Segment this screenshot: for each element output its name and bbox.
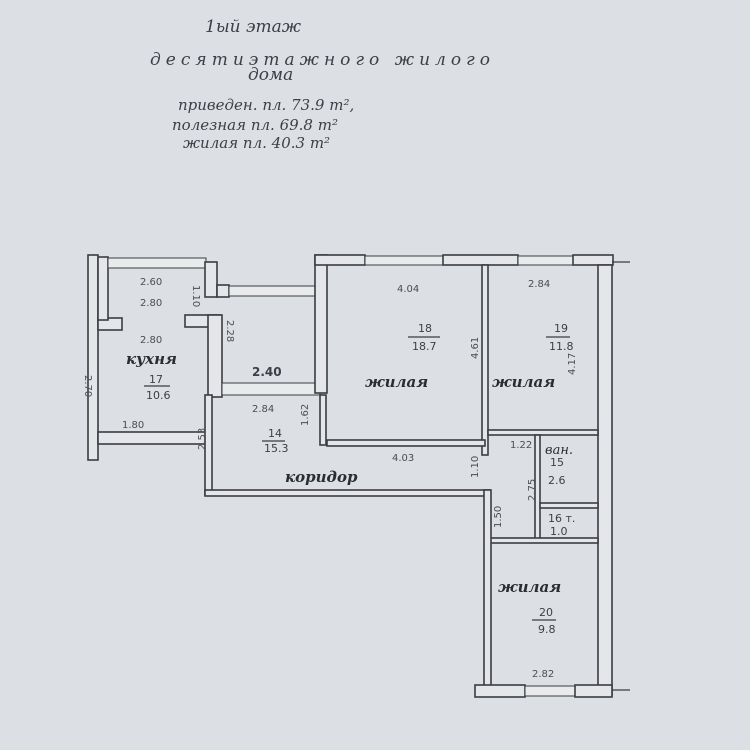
wall bbox=[442, 254, 519, 266]
title-building: десятиэтажного жилого bbox=[150, 50, 490, 70]
wall bbox=[487, 537, 599, 544]
room-area: 2.6 bbox=[548, 474, 566, 487]
living-area: жилая пл. 40.3 m² bbox=[183, 134, 330, 152]
wall bbox=[572, 254, 614, 266]
bathroom: ван. 15 2.6 bbox=[545, 443, 573, 487]
hall: 2.84 1.62 2.53 14 15.3 bbox=[197, 404, 311, 455]
wall bbox=[326, 439, 486, 447]
wall bbox=[597, 264, 613, 696]
dim: 2.84 bbox=[528, 279, 550, 290]
window bbox=[517, 255, 574, 266]
wall bbox=[574, 684, 613, 698]
wall bbox=[483, 489, 492, 696]
dim: 1.62 bbox=[300, 404, 311, 426]
window bbox=[524, 685, 576, 697]
title-floor: 1ый этаж bbox=[205, 17, 302, 37]
room-area: 1.0 bbox=[550, 525, 568, 538]
room-area: 18.7 bbox=[412, 340, 437, 353]
room-label: жилая bbox=[365, 373, 428, 391]
window bbox=[364, 255, 444, 266]
reduced-area: приведен. пл. 73.9 m², bbox=[178, 96, 354, 114]
room-number: 14 bbox=[268, 427, 282, 440]
loggia: 2.28 2.40 bbox=[224, 320, 282, 379]
wall bbox=[481, 264, 489, 456]
room-18: 4.04 4.61 4.03 18 18.7 жилая bbox=[365, 284, 481, 464]
wall bbox=[204, 489, 491, 497]
dim: 2.82 bbox=[532, 669, 554, 680]
wall bbox=[314, 254, 366, 266]
wall bbox=[204, 261, 218, 298]
dim: 1.80 bbox=[122, 420, 144, 431]
dim: 2.80 bbox=[140, 335, 162, 346]
dim: 2.84 bbox=[252, 404, 274, 415]
window bbox=[107, 257, 207, 269]
wall bbox=[474, 684, 526, 698]
corridor: коридор 1.10 1.50 2.75 1.22 bbox=[285, 440, 538, 528]
toilet: 16 т. 1.0 bbox=[548, 512, 575, 538]
wall bbox=[487, 429, 599, 436]
dim: 4.04 bbox=[397, 284, 419, 295]
wall bbox=[216, 284, 230, 298]
room-number: 19 bbox=[554, 322, 568, 335]
dim: 4.61 bbox=[470, 337, 481, 359]
dim: 2.80 bbox=[140, 298, 162, 309]
room-number: 15 bbox=[550, 456, 564, 469]
wall bbox=[87, 254, 99, 461]
dim: 1.10 bbox=[470, 456, 481, 478]
dim: 2.70 bbox=[82, 375, 93, 397]
dim: 1.10 bbox=[190, 285, 201, 307]
dim: 2.28 bbox=[224, 320, 235, 342]
room-label: кухня bbox=[126, 350, 177, 368]
room-19: 2.84 4.17 19 11.8 жилая bbox=[492, 279, 578, 391]
room-number: 17 bbox=[149, 373, 163, 386]
room-area: 11.8 bbox=[549, 340, 574, 353]
wall bbox=[319, 394, 327, 446]
wall bbox=[539, 502, 599, 509]
room-20: жилая 20 9.8 2.82 bbox=[498, 578, 561, 680]
wall bbox=[314, 254, 328, 394]
title-house: дома bbox=[248, 65, 293, 85]
room-number: 20 bbox=[539, 606, 553, 619]
dim: 2.53 bbox=[197, 428, 208, 450]
wall bbox=[97, 317, 123, 331]
walls bbox=[87, 254, 630, 698]
loggia-partition bbox=[221, 382, 321, 396]
dim: 2.75 bbox=[527, 479, 538, 501]
kitchen: 2.60 2.80 2.80 2.70 1.80 1.10 кухня 17 1… bbox=[82, 277, 201, 431]
useful-area: полезная пл. 69.8 m² bbox=[172, 116, 338, 134]
dim: 1.22 bbox=[510, 440, 532, 451]
dim: 2.40 bbox=[252, 365, 282, 379]
room-area: 9.8 bbox=[538, 623, 556, 636]
room-number: 18 bbox=[418, 322, 432, 335]
dim: 4.03 bbox=[392, 453, 414, 464]
header-text: 1ый этаж десятиэтажного жилого дома прив… bbox=[150, 17, 490, 152]
window bbox=[228, 285, 320, 297]
room-label: ван. bbox=[545, 443, 573, 458]
room-label: коридор bbox=[285, 468, 358, 486]
dim: 4.17 bbox=[567, 353, 578, 375]
room-label: жилая bbox=[492, 373, 555, 391]
wall bbox=[207, 314, 223, 398]
wall bbox=[97, 431, 211, 445]
wall bbox=[97, 256, 109, 321]
room-label: жилая bbox=[498, 578, 561, 596]
room-area: 10.6 bbox=[146, 389, 171, 402]
room-area: 15.3 bbox=[264, 442, 289, 455]
dim: 1.50 bbox=[493, 506, 504, 528]
dim: 2.60 bbox=[140, 277, 162, 288]
room-label: 16 т. bbox=[548, 512, 575, 525]
